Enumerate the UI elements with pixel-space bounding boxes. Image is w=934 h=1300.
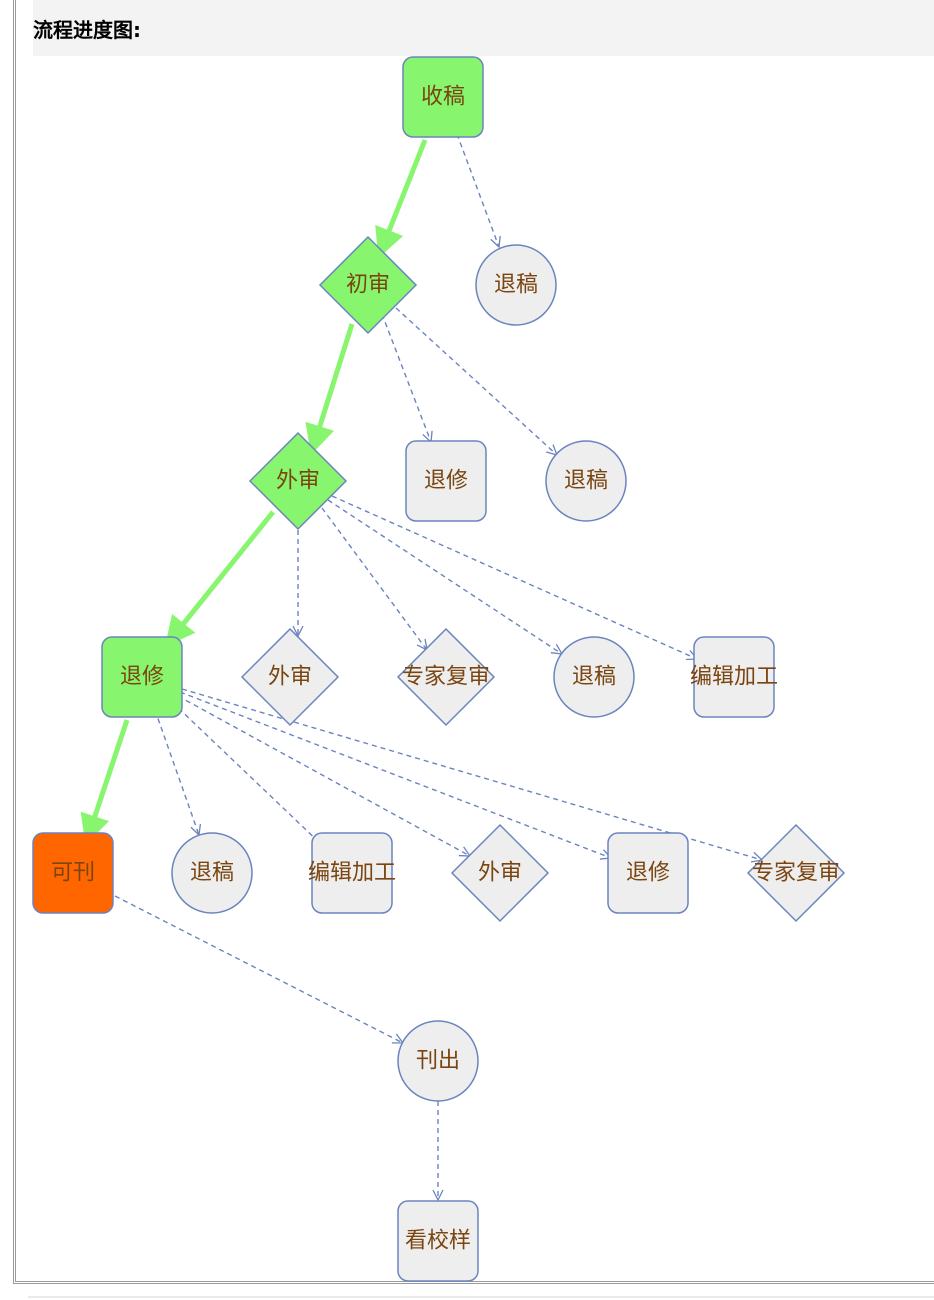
node-label: 退修 [626, 861, 670, 886]
flow-node-n5[interactable]: 退修 [405, 440, 487, 522]
node-label: 退修 [120, 665, 164, 690]
edge-dashed-n4-n11 [331, 495, 697, 659]
edge-dashed-n4-n10 [327, 499, 562, 654]
node-label: 可刊 [51, 861, 95, 886]
flow-node-n3[interactable]: 退稿 [475, 244, 557, 326]
edge-dashed-n2-n6 [395, 307, 557, 455]
rounded-rect-node-shape [32, 832, 114, 914]
flow-node-n6[interactable]: 退稿 [545, 440, 627, 522]
page-title: 流程进度图: [33, 18, 141, 42]
rounded-rect-node-shape [397, 1200, 479, 1282]
flow-node-n19[interactable]: 看校样 [397, 1200, 479, 1282]
circle-node-shape [553, 636, 635, 718]
node-label: 退修 [424, 469, 468, 494]
flow-node-n7[interactable]: 退修 [101, 636, 183, 718]
circle-node-shape [475, 244, 557, 326]
circle-node-shape [545, 440, 627, 522]
node-label: 编辑加工 [690, 665, 778, 690]
header-bar [33, 0, 934, 56]
edge-dashed-n7-n17 [181, 688, 762, 860]
bottom-divider [28, 1296, 934, 1298]
flow-node-n15[interactable]: 外审 [450, 823, 550, 923]
rounded-rect-node-shape [402, 56, 484, 138]
rounded-rect-node-shape [311, 832, 393, 914]
nodes-layer: 收稿初审退稿外审退修退稿退修外审专家复审退稿编辑加工可刊退稿编辑加工外审退修专家… [32, 56, 846, 1282]
diamond-node-shape [248, 431, 348, 531]
diamond-node-shape [396, 627, 496, 727]
edges-layer [80, 133, 762, 1200]
node-label: 收稿 [421, 85, 465, 110]
diamond-node-shape [450, 823, 550, 923]
flow-node-n10[interactable]: 退稿 [553, 636, 635, 718]
flow-node-n16[interactable]: 退修 [607, 832, 689, 914]
node-label: 看校样 [405, 1229, 471, 1254]
edge-dashed-n7-n16 [179, 691, 611, 858]
edge-dashed-n7-n13 [154, 709, 199, 835]
node-label: 专家复审 [752, 861, 840, 886]
rounded-rect-node-shape [693, 636, 775, 718]
circle-node-shape [397, 1020, 479, 1102]
flow-node-n2[interactable]: 初审 [318, 235, 418, 335]
diamond-node-shape [746, 823, 846, 923]
edge-dashed-n1-n3 [456, 133, 499, 247]
edge-dashed-n2-n5 [381, 313, 431, 442]
edge-dashed-n12-n18 [114, 895, 403, 1043]
edge-dashed-n7-n14 [171, 701, 323, 846]
edge-active-n4-n7 [164, 510, 275, 647]
node-label: 退稿 [564, 469, 608, 494]
flow-node-n12[interactable]: 可刊 [32, 832, 114, 914]
flow-node-n13[interactable]: 退稿 [171, 832, 253, 914]
flow-node-n11[interactable]: 编辑加工 [690, 636, 778, 718]
edge-dashed-n7-n15 [177, 695, 470, 856]
node-label: 外审 [478, 861, 522, 886]
node-label: 退稿 [494, 273, 538, 298]
flow-node-n17[interactable]: 专家复审 [746, 823, 846, 923]
edge-active-n1-n2 [375, 139, 428, 259]
node-label: 外审 [268, 665, 312, 690]
edge-dashed-n4-n9 [321, 507, 427, 650]
circle-node-shape [171, 832, 253, 914]
page-frame [13, 0, 934, 1284]
flow-node-n1[interactable]: 收稿 [402, 56, 484, 138]
node-label: 外审 [276, 469, 320, 494]
node-label: 专家复审 [402, 665, 490, 690]
flow-node-n8[interactable]: 外审 [240, 627, 340, 727]
node-label: 退稿 [572, 665, 616, 690]
edge-active-n7-n12 [80, 719, 130, 845]
rounded-rect-node-shape [101, 636, 183, 718]
diamond-node-shape [240, 627, 340, 727]
node-label: 刊出 [416, 1049, 460, 1074]
edge-active-n2-n4 [305, 323, 355, 455]
rounded-rect-node-shape [607, 832, 689, 914]
flow-node-n14[interactable]: 编辑加工 [308, 832, 396, 914]
flow-node-n18[interactable]: 刊出 [397, 1020, 479, 1102]
flow-node-n4[interactable]: 外审 [248, 431, 348, 531]
rounded-rect-node-shape [405, 440, 487, 522]
flow-node-n9[interactable]: 专家复审 [396, 627, 496, 727]
diamond-node-shape [318, 235, 418, 335]
node-label: 退稿 [190, 861, 234, 886]
node-label: 编辑加工 [308, 861, 396, 886]
node-label: 初审 [346, 273, 390, 298]
